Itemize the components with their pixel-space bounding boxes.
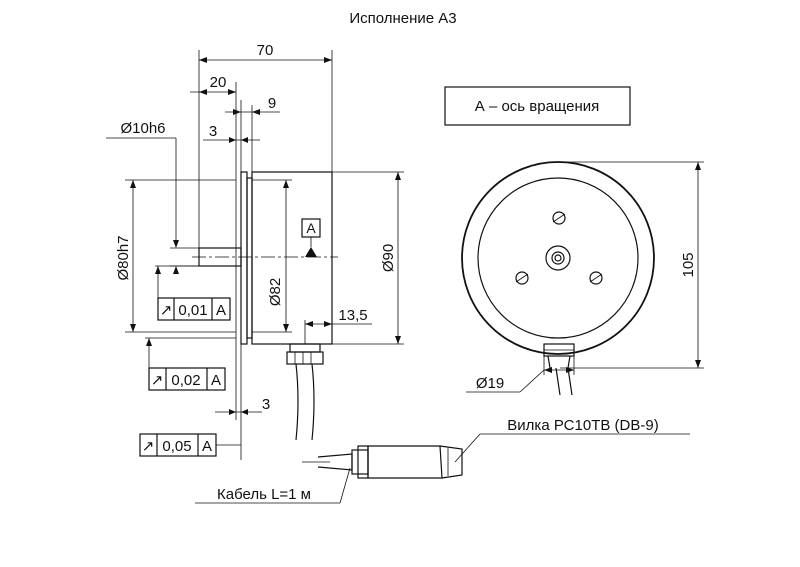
plug-body bbox=[367, 445, 443, 479]
gland-nut bbox=[286, 351, 324, 365]
tolerance-symbol-2: ↗ bbox=[151, 372, 164, 389]
dim-body-diameter: Ø90 bbox=[380, 244, 397, 272]
dim-front-height: 105 bbox=[680, 252, 697, 277]
screw-left bbox=[515, 271, 529, 285]
plug-head bbox=[439, 445, 463, 479]
tolerance-datum-3: А bbox=[202, 438, 212, 455]
cable-line bbox=[295, 363, 299, 441]
datum-triangle bbox=[305, 247, 317, 257]
plug-callout: Вилка РС10ТВ (DB-9) bbox=[507, 417, 658, 434]
flange-step bbox=[246, 177, 253, 339]
drawing-title: Исполнение А3 bbox=[349, 10, 456, 27]
dim-flange-thickness: 3 bbox=[209, 123, 217, 140]
tolerance-value-3: 0,05 bbox=[162, 438, 191, 455]
tolerance-symbol-3: ↗ bbox=[142, 438, 155, 455]
side-view: А bbox=[192, 171, 338, 441]
legend-text: А – ось вращения bbox=[475, 98, 599, 115]
gland bbox=[289, 343, 321, 353]
dim-connector-offset: 13,5 bbox=[338, 307, 367, 324]
tolerance-value-2: 0,02 bbox=[171, 372, 200, 389]
dim-pilot-diameter: Ø80h7 bbox=[115, 235, 132, 280]
dim-body-inner-diameter: Ø82 bbox=[267, 278, 284, 306]
legend-box: А – ось вращения bbox=[444, 86, 631, 126]
tolerance-frame-1: ↗ 0,01 А bbox=[157, 297, 231, 321]
dim-connector-diameter: Ø19 bbox=[476, 375, 504, 392]
plug-nut bbox=[351, 449, 369, 475]
dim-shaft-diameter: Ø10h6 bbox=[120, 120, 165, 137]
tolerance-datum-1: А bbox=[216, 302, 226, 319]
encoder-body bbox=[251, 171, 333, 345]
dim-rear-gap: 3 bbox=[262, 396, 270, 413]
front-face bbox=[477, 177, 639, 339]
front-dimensions: 105 Ø19 bbox=[466, 161, 704, 393]
dim-flange-offset: 9 bbox=[268, 95, 276, 112]
tolerance-frame-3: ↗ 0,05 А bbox=[139, 433, 217, 457]
tolerance-symbol-1: ↗ bbox=[160, 302, 173, 319]
plug-assembly: Вилка РС10ТВ (DB-9) Кабель L=1 м bbox=[195, 417, 690, 504]
side-dimensions: 70 20 9 3 Ø10h6 Ø80h7 bbox=[106, 42, 404, 460]
tolerance-datum-2: А bbox=[211, 372, 221, 389]
screw-right bbox=[589, 271, 603, 285]
tolerance-value-1: 0,01 bbox=[178, 302, 207, 319]
shaft-hub bbox=[545, 245, 571, 271]
tolerance-frame-2: ↗ 0,02 А bbox=[148, 367, 226, 391]
cable-callout: Кабель L=1 м bbox=[217, 486, 311, 503]
screw-top bbox=[552, 211, 566, 225]
dim-overall-length: 70 bbox=[257, 42, 274, 59]
dim-shaft-length: 20 bbox=[210, 74, 227, 91]
front-view bbox=[461, 161, 655, 396]
flange bbox=[240, 171, 248, 345]
front-outer-rim bbox=[461, 161, 655, 355]
datum-label: А bbox=[306, 220, 316, 236]
